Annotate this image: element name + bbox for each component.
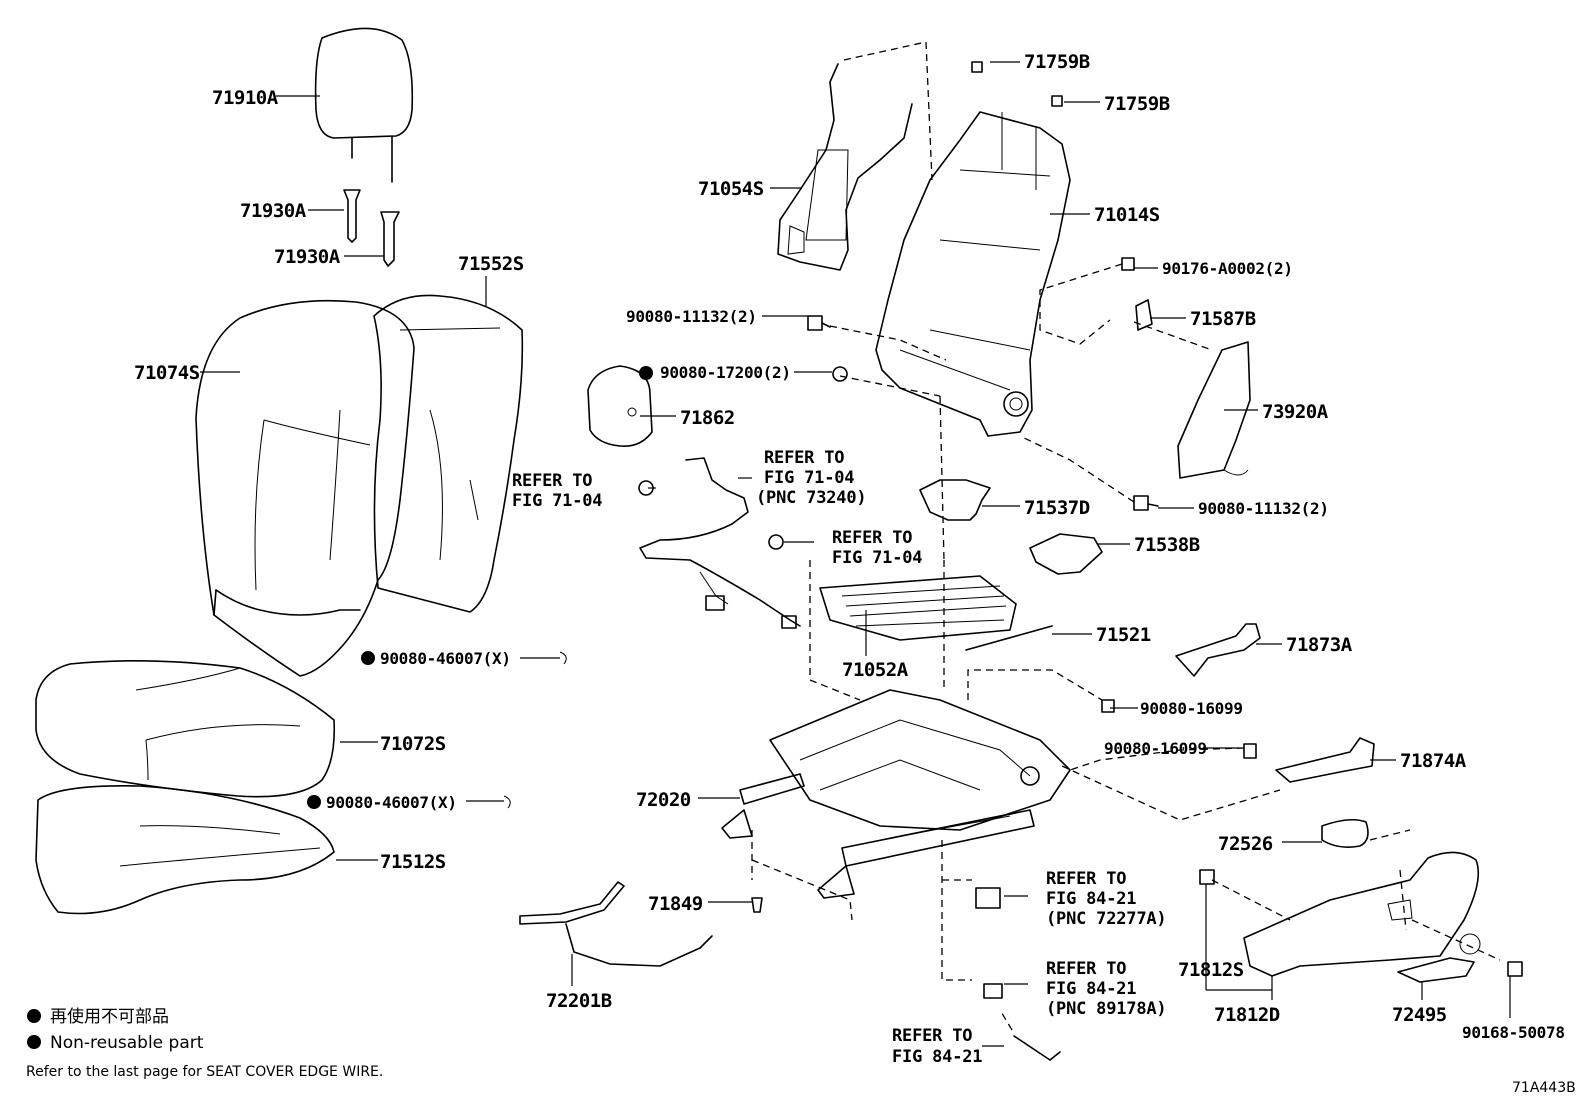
seatback-cover-drawing — [195, 299, 415, 677]
seat-harness-drawing — [639, 457, 801, 629]
seat-cushion-pad-drawing — [35, 784, 335, 915]
headrest-drawing — [314, 27, 414, 183]
part-labels: 71910A 71930A 71930A 71552S 71074S 71072… — [134, 51, 1565, 1042]
seatback-spring-drawing — [777, 63, 913, 271]
part-label-71910A[interactable]: 71910A — [212, 87, 279, 109]
refer-note-5-line2[interactable]: FIG 84-21 — [1046, 979, 1137, 999]
refer-note-1-line1: REFER TO — [764, 448, 844, 468]
bracket-71587b-drawing — [1135, 299, 1153, 331]
part-label-90168-50078[interactable]: 90168-50078 — [1462, 1023, 1565, 1042]
part-label-71587B[interactable]: 71587B — [1190, 308, 1256, 330]
diagram-id: 71A443B — [1512, 1080, 1576, 1096]
refer-note-5-line3: (PNC 89178A) — [1046, 999, 1166, 1019]
legend-jp: 再使用不可部品 — [50, 1006, 169, 1027]
bracket-71538b-drawing — [1029, 533, 1103, 575]
side-garnish-drawing — [1177, 341, 1251, 479]
refer-note-4-line2[interactable]: FIG 84-21 — [1046, 889, 1137, 909]
part-label-71552S[interactable]: 71552S — [458, 253, 524, 275]
part-label-90080-46007-a[interactable]: 90080-46007(X) — [380, 649, 511, 668]
part-label-90080-16099-b[interactable]: 90080-16099 — [1104, 739, 1207, 758]
part-label-71054S[interactable]: 71054S — [698, 178, 764, 200]
part-label-71538B[interactable]: 71538B — [1134, 534, 1200, 556]
part-label-71930A[interactable]: 71930A — [240, 200, 307, 222]
part-label-71849[interactable]: 71849 — [648, 893, 703, 915]
knob-72526-drawing — [1321, 818, 1369, 848]
bracket-71873a-drawing — [1175, 623, 1261, 677]
refer-note-1-line2[interactable]: FIG 71-04 — [764, 468, 855, 488]
legend-bullet-icon — [27, 1009, 41, 1023]
part-label-90080-46007-b[interactable]: 90080-46007(X) — [326, 793, 457, 812]
adjuster-lever-drawing — [519, 881, 713, 967]
refer-note-1-line3: (PNC 73240) — [756, 488, 866, 508]
refer-note-3-line1: REFER TO — [832, 528, 912, 548]
seatback-pad-drawing — [373, 294, 524, 613]
part-label-90176-A0002[interactable]: 90176-A0002(2) — [1162, 259, 1293, 278]
bracket-71537d-drawing — [919, 479, 991, 521]
part-label-71873A[interactable]: 71873A — [1286, 634, 1353, 656]
legend-note: Refer to the last page for SEAT COVER ED… — [26, 1064, 383, 1080]
non-reusable-marker — [639, 366, 653, 380]
legend-en: Non-reusable part — [50, 1033, 204, 1053]
part-label-72201B[interactable]: 72201B — [546, 990, 612, 1012]
refer-notes: REFER TO FIG 71-04 (PNC 73240) REFER TO … — [512, 448, 1167, 1067]
part-label-90080-17200[interactable]: 90080-17200(2) — [660, 363, 791, 382]
bracket-71874a-drawing — [1275, 737, 1375, 783]
part-label-71874A[interactable]: 71874A — [1400, 750, 1467, 772]
part-label-71812S[interactable]: 71812S — [1178, 959, 1244, 981]
refer-note-4-line3: (PNC 72277A) — [1046, 909, 1166, 929]
seatback-shield-drawing — [587, 365, 653, 448]
part-label-90080-11132-a[interactable]: 90080-11132(2) — [626, 307, 757, 326]
seat-track-drawing — [721, 773, 1035, 899]
part-label-71072S[interactable]: 71072S — [380, 733, 446, 755]
part-label-71759B[interactable]: 71759B — [1024, 51, 1090, 73]
part-label-71862[interactable]: 71862 — [680, 407, 735, 429]
part-label-71074S[interactable]: 71074S — [134, 362, 200, 384]
seat-cushion-cover-drawing — [35, 660, 336, 798]
part-label-90080-11132-b[interactable]: 90080-11132(2) — [1198, 499, 1329, 518]
headrest-guide-drawing — [343, 189, 400, 267]
leader-lines — [200, 61, 1511, 1047]
bolt-drawings — [751, 257, 1523, 1061]
clip-drawing-b — [768, 534, 784, 550]
refer-note-2-line2[interactable]: FIG 71-04 — [512, 491, 603, 511]
cover-72495-drawing — [1397, 933, 1481, 983]
part-label-71521[interactable]: 71521 — [1096, 624, 1151, 646]
refer-note-6-line2[interactable]: FIG 84-21 — [892, 1047, 983, 1067]
part-label-71537D[interactable]: 71537D — [1024, 497, 1090, 519]
refer-note-5-line1: REFER TO — [1046, 959, 1126, 979]
part-label-90080-16099-a[interactable]: 90080-16099 — [1140, 699, 1243, 718]
refer-note-4-line1: REFER TO — [1046, 869, 1126, 889]
legend: 再使用不可部品 Non-reusable part Refer to the l… — [26, 1006, 383, 1080]
assembly-dashed-lines — [751, 41, 1501, 1031]
non-reusable-marker — [307, 795, 321, 809]
refer-note-6-line1: REFER TO — [892, 1026, 972, 1046]
part-label-72526[interactable]: 72526 — [1218, 833, 1273, 855]
part-label-71812D[interactable]: 71812D — [1214, 1004, 1280, 1026]
cushion-spring-drawing — [819, 575, 1017, 641]
wire-clip-icon — [559, 651, 567, 665]
non-reusable-marker — [361, 651, 375, 665]
legend-bullet-icon — [27, 1035, 41, 1049]
part-label-71930A-2[interactable]: 71930A — [274, 246, 341, 268]
part-label-71512S[interactable]: 71512S — [380, 851, 446, 873]
part-label-73920A[interactable]: 73920A — [1262, 401, 1329, 423]
head-support-drawing — [971, 61, 1063, 107]
wire-clip-icon — [503, 795, 511, 809]
refer-note-2-line1: REFER TO — [512, 471, 592, 491]
part-label-72495[interactable]: 72495 — [1392, 1004, 1447, 1026]
cushion-shield-drawing — [1243, 851, 1480, 977]
seatback-frame-drawing — [875, 111, 1071, 437]
seat-cushion-frame-drawing — [769, 689, 1071, 831]
part-label-71014S[interactable]: 71014S — [1094, 204, 1160, 226]
wire-71521-drawing — [965, 625, 1053, 651]
part-label-71052A[interactable]: 71052A — [842, 659, 909, 681]
part-label-72020[interactable]: 72020 — [636, 789, 691, 811]
refer-note-3-line2[interactable]: FIG 71-04 — [832, 548, 923, 568]
part-label-71759B-2[interactable]: 71759B — [1104, 93, 1170, 115]
